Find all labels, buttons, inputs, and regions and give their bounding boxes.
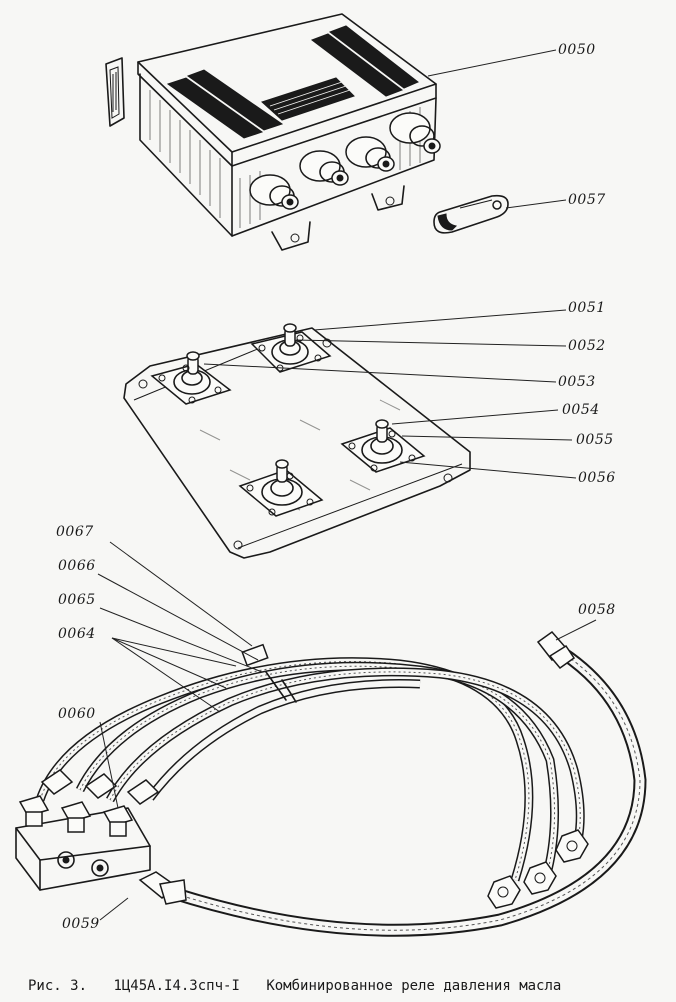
mounting-plate [123,327,471,559]
housing-fitting-2 [299,150,349,186]
leader-lines [97,49,597,921]
housing-fitting-1 [249,174,299,210]
drawing-code: 1Ц45А.I4.3спч-I [113,978,240,994]
callout-0060: 0060 [58,706,96,722]
callout-0067: 0067 [56,524,94,540]
callout-0053: 0053 [558,374,596,390]
callout-0055: 0055 [576,432,614,448]
figure-title: Комбинированное реле давления масла [266,978,562,994]
callout-0057: 0057 [568,192,606,208]
housing-fitting-4 [389,112,441,154]
callout-0052: 0052 [568,338,606,354]
pressure-switch-2 [250,323,332,373]
block-fitting-2 [60,801,92,833]
callout-0056: 0056 [578,470,616,486]
hose-assembly [35,630,647,937]
block-fitting-5 [84,773,118,799]
callout-0058: 0058 [578,602,616,618]
figure-caption: Рис. 3. 1Ц45А.I4.3спч-I Комбинированное … [28,978,579,994]
block-fitting-3 [102,805,134,837]
tube-nut-2 [523,861,557,895]
housing-fitting-3 [345,136,395,172]
pressure-switch-4 [238,459,324,517]
relay-housing-box [105,13,441,251]
pressure-switch-1 [150,351,232,405]
callout-0051: 0051 [568,300,606,316]
callout-0066: 0066 [58,558,96,574]
callout-0054: 0054 [562,402,600,418]
distribution-block [15,769,187,905]
clip-part [433,194,509,234]
pressure-switch-3 [340,419,426,473]
block-fitting-4 [40,769,74,795]
callout-0064: 0064 [58,626,96,642]
block-fitting-6 [126,779,160,805]
callout-0065: 0065 [58,592,96,608]
hose-end-fitting [536,630,576,670]
callout-0050: 0050 [558,42,596,58]
callout-0059: 0059 [62,916,100,932]
figure-number: Рис. 3. [28,978,88,994]
block-fitting-1 [18,795,50,827]
tube-nut-3 [555,829,589,863]
tube-nut-1 [487,875,521,909]
